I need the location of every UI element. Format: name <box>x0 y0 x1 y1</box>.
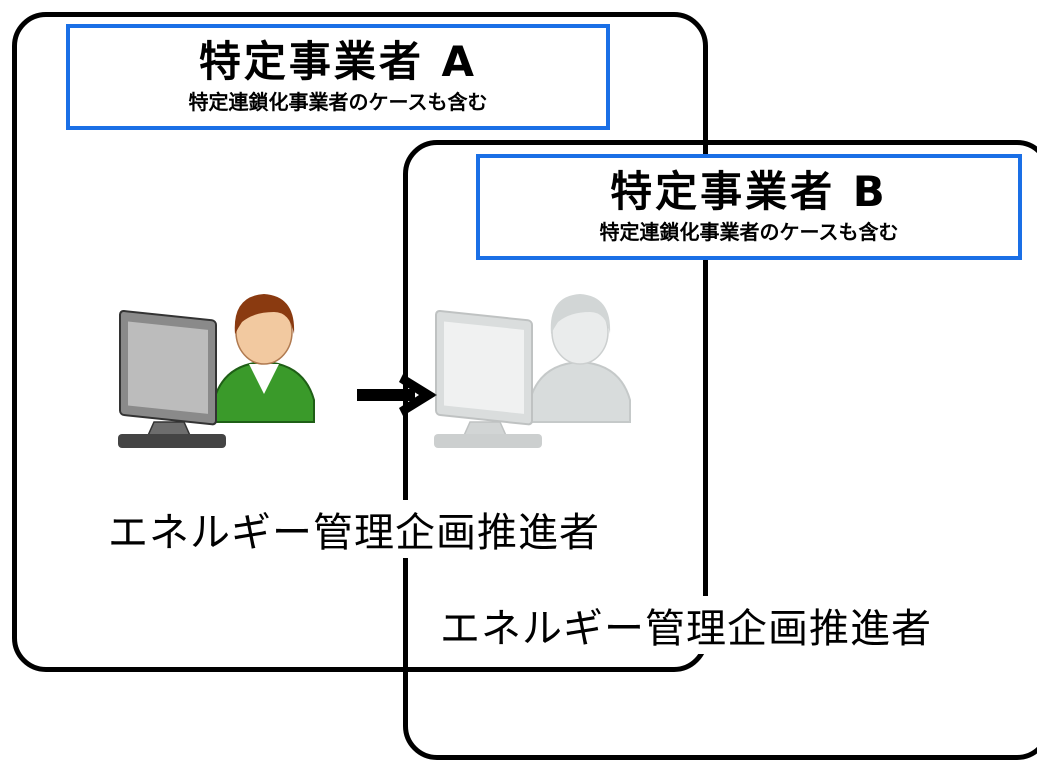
business-a-frame <box>12 12 708 672</box>
business-a-title: 特定事業者 A <box>198 37 478 86</box>
role-a-label: エネルギー管理企画推進者 <box>104 500 604 558</box>
faded-user-at-computer-icon <box>434 294 631 448</box>
business-b-label: 特定事業者 B 特定連鎖化事業者のケースも含む <box>476 154 1022 260</box>
business-a-subtitle: 特定連鎖化事業者のケースも含む <box>188 90 488 114</box>
business-b-subtitle: 特定連鎖化事業者のケースも含む <box>599 220 899 244</box>
role-b-label: エネルギー管理企画推進者 <box>436 596 936 654</box>
arrow-right-icon <box>357 374 437 416</box>
business-a-label: 特定事業者 A 特定連鎖化事業者のケースも含む <box>66 24 610 130</box>
user-at-computer-icon <box>118 294 315 448</box>
business-b-title: 特定事業者 B <box>610 167 888 216</box>
